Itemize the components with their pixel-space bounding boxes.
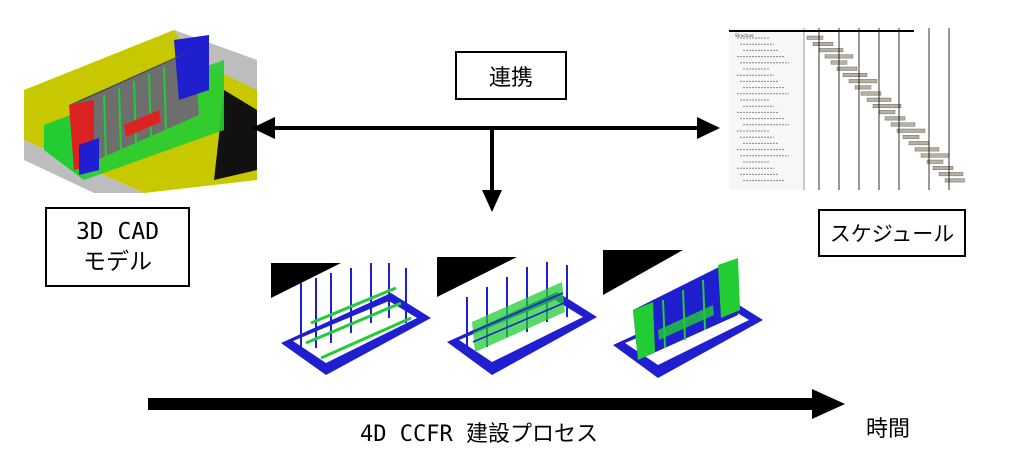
right-arrowhead — [697, 117, 720, 139]
process-snapshot-2 — [437, 257, 600, 380]
cad-model-box: 3D CAD モデル — [45, 207, 190, 287]
left-arrowhead — [252, 117, 275, 139]
cad-model-label-line2: モデル — [83, 249, 152, 275]
cad-model-image — [24, 30, 257, 193]
schedule-label: スケジュール — [829, 222, 955, 246]
link-box: 連携 — [455, 51, 567, 100]
time-arrowhead — [812, 389, 845, 419]
cad-model-label-line1: 3D CAD — [75, 219, 160, 245]
schedule-gantt-image: Structure — [729, 28, 965, 190]
process-label: 4D CCFR 建設プロセス — [360, 422, 598, 447]
time-label: 時間 — [866, 417, 911, 442]
link-label: 連携 — [488, 65, 533, 91]
down-arrowhead — [482, 190, 502, 212]
schedule-box: スケジュール — [818, 209, 966, 257]
process-snapshot-3 — [603, 250, 766, 380]
gantt-header: Structure — [735, 33, 754, 38]
process-snapshot-1 — [271, 263, 434, 381]
